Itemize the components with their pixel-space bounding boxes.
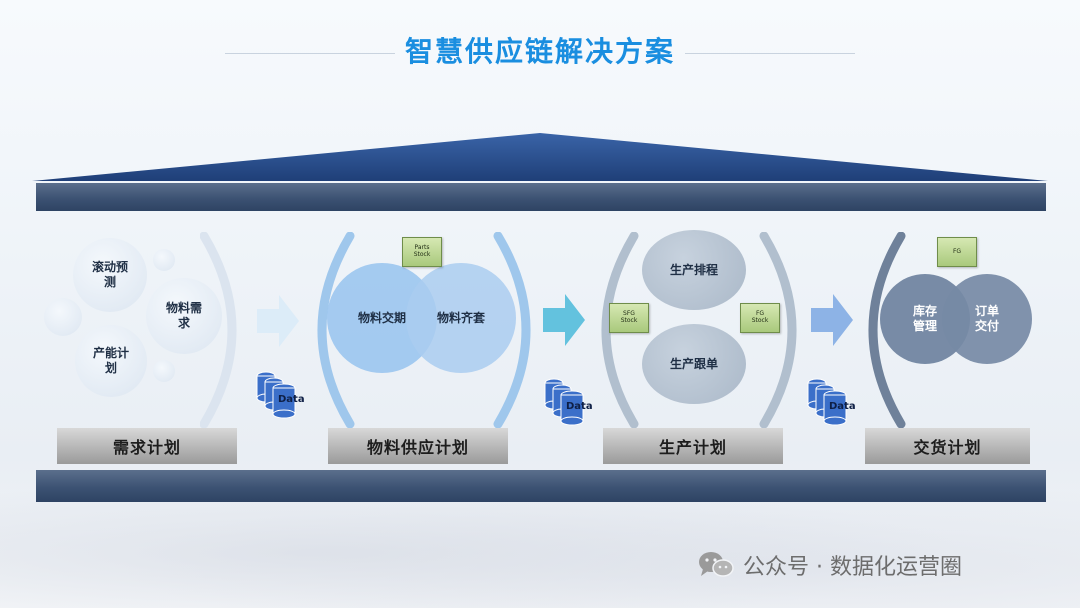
- inventory-label: 库存管理: [912, 304, 937, 333]
- data-label-3: Data: [829, 401, 856, 412]
- database-icon-1: [256, 371, 296, 419]
- bracket-left-delivery: [868, 232, 906, 428]
- top-bar: [36, 183, 1046, 211]
- circle-decor-left: [44, 298, 82, 336]
- wechat-icon: [699, 552, 734, 577]
- tracking-label: 生产跟单: [669, 356, 718, 371]
- circle-material-demand: 物料需求: [146, 278, 222, 354]
- title-line-right: [685, 53, 855, 54]
- tag-fg-stock: FG Stock: [740, 303, 780, 333]
- parts-stock-label: Parts Stock: [413, 244, 431, 258]
- tag-fg: FG: [937, 237, 977, 267]
- circle-capacity-plan: 产能计划: [75, 325, 147, 397]
- bracket-right-demand: [200, 232, 237, 428]
- fg-stock-label: FG Stock: [751, 310, 769, 324]
- circle-order: 订单交付: [942, 274, 1032, 364]
- kitting-label: 物料齐套: [436, 310, 485, 325]
- database-icon-3: [807, 378, 847, 426]
- tag-sfg-stock: SFG Stock: [609, 303, 649, 333]
- tag-parts-stock: Parts Stock: [402, 237, 442, 267]
- arrow-demand-to-supply: [257, 295, 299, 347]
- arrow-production-to-delivery: [811, 294, 853, 346]
- circle-decor-top: [153, 249, 175, 271]
- bottom-bar: [36, 470, 1046, 502]
- stage-label-delivery: 交货计划: [865, 428, 1030, 464]
- order-label: 订单交付: [974, 304, 999, 333]
- circle-tracking: 生产跟单: [642, 324, 746, 404]
- bracket-right-production: [759, 232, 797, 428]
- arrow-supply-to-production: [543, 294, 585, 346]
- circle-kitting: 物料齐套: [406, 263, 516, 373]
- capacity-plan-label: 产能计划: [92, 346, 129, 375]
- bracket-left-supply: [317, 232, 355, 428]
- bracket-right-supply: [493, 232, 531, 428]
- page-title: 智慧供应链解决方案: [404, 35, 675, 68]
- stage-label-production: 生产计划: [603, 428, 783, 464]
- data-label-1: Data: [278, 394, 305, 405]
- material-demand-label: 物料需求: [165, 301, 202, 330]
- stage-label-demand: 需求计划: [57, 428, 237, 464]
- circle-decor-bottom: [153, 360, 175, 382]
- stage-label-supply: 物料供应计划: [328, 428, 508, 464]
- sfg-stock-label: SFG Stock: [620, 310, 638, 324]
- title-line-left: [225, 53, 395, 54]
- fg-label: FG: [952, 247, 962, 255]
- rolling-forecast-label: 滚动预测: [91, 260, 128, 289]
- delivery-date-label: 物料交期: [357, 310, 406, 325]
- circle-rolling-forecast: 滚动预测: [73, 238, 147, 312]
- database-icon-2: [544, 378, 584, 426]
- circle-scheduling: 生产排程: [642, 230, 746, 310]
- watermark: 公众号 · 数据化运营圈: [697, 551, 962, 580]
- watermark-text: 公众号 · 数据化运营圈: [743, 555, 962, 580]
- scheduling-label: 生产排程: [669, 262, 718, 277]
- data-label-2: Data: [566, 401, 593, 412]
- bracket-left-production: [601, 232, 639, 428]
- roof-triangle: [32, 133, 1048, 181]
